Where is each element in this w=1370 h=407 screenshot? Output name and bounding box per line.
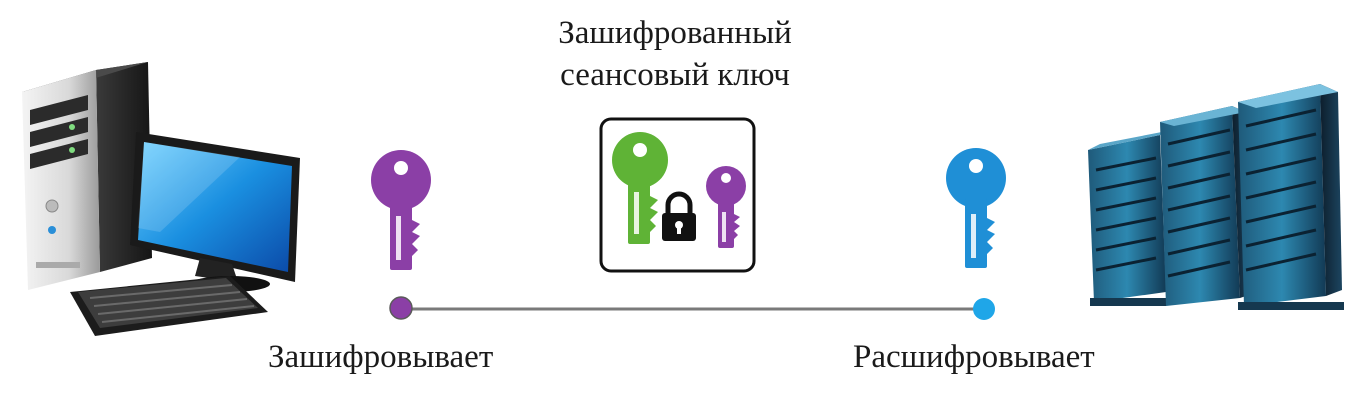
purple-key-icon <box>371 150 431 270</box>
session-key-box <box>599 117 756 273</box>
caption-line-1: Зашифрованный <box>558 15 792 51</box>
connection-line <box>389 296 995 320</box>
server-rack-icon <box>1088 84 1344 310</box>
caption-line-2: сеансовый ключ <box>560 57 790 93</box>
client-label: Зашифровывает <box>268 339 494 375</box>
computer-icon <box>22 62 300 336</box>
purple-key-small-icon <box>706 166 746 248</box>
client-endpoint <box>389 296 413 320</box>
server-endpoint <box>973 298 995 320</box>
server-label: Расшифровывает <box>853 339 1095 375</box>
blue-key-icon <box>946 148 1006 268</box>
lock-icon <box>662 191 696 241</box>
session-key-caption: Зашифрованный сеансовый ключ <box>0 12 1350 96</box>
green-key-icon <box>612 132 668 244</box>
